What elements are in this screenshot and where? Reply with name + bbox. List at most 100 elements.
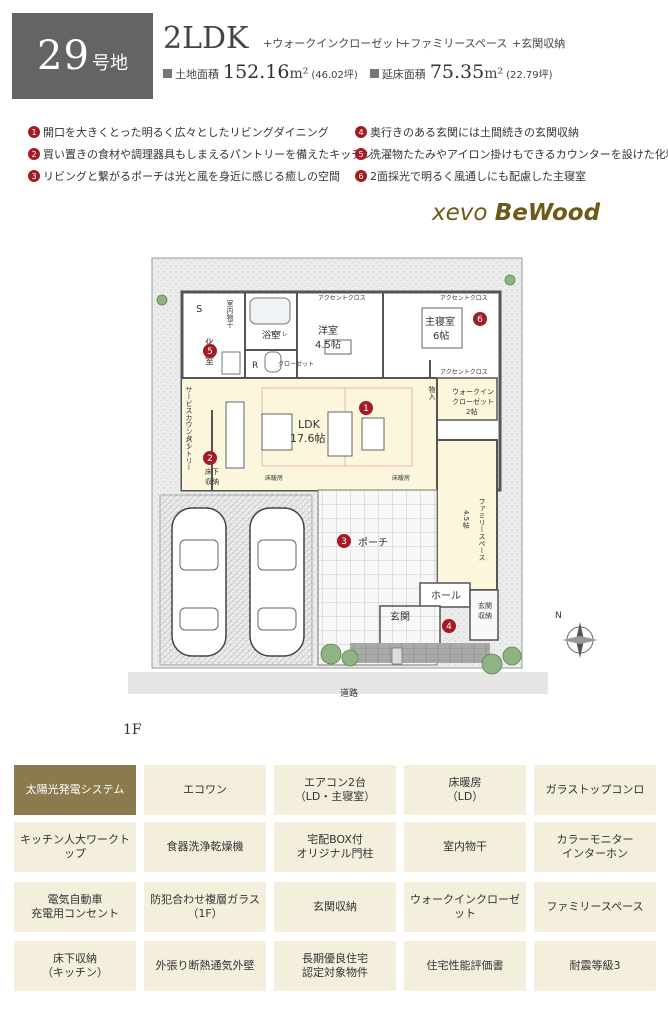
svg-text:2: 2	[207, 454, 213, 464]
brand-sub: BeWood	[494, 200, 601, 226]
room-entrance-storage-label-2: 収納	[478, 611, 492, 620]
road-label: 道路	[340, 687, 358, 699]
floor-label: 1F	[123, 722, 142, 738]
point-number: 1	[28, 126, 40, 138]
dining-table	[261, 413, 293, 451]
family-space-area	[436, 439, 498, 591]
equipment-tile: ファミリースペース	[534, 882, 656, 932]
room-entrance-label: 玄関	[390, 610, 410, 623]
point-text: リビングと繋がるポーチは光と風を身近に感じる癒しの空間	[43, 170, 340, 183]
square-marker	[369, 69, 379, 78]
area-row: 土地面積 152.16 m² (46.02坪) 延床面積 75.35 m² (2…	[163, 61, 553, 83]
floor-area-value: 75.35	[429, 61, 485, 83]
square-marker	[163, 69, 172, 78]
equipment-tile: 玄関収納	[274, 882, 396, 932]
room-hall-label: ホール	[431, 590, 461, 602]
room-underfloor-label-2: 収納	[205, 477, 219, 486]
room-western-label: 洋室	[318, 324, 338, 337]
plan-type: 2LDK	[163, 21, 249, 56]
equipment-tile: 耐震等級3	[534, 941, 656, 991]
accent-cross-2: アクセントクロス	[440, 295, 488, 302]
equipment-tile: 電気自動車充電用コンセント	[14, 882, 136, 932]
shrubs	[156, 274, 522, 675]
marker-6: 6	[473, 312, 487, 326]
walkin-area	[436, 377, 498, 421]
kitchen-counter	[225, 401, 245, 469]
compass-icon	[562, 622, 598, 658]
equipment-tile: カラーモニターインターホン	[534, 822, 656, 872]
room-storage-label: 物入	[428, 385, 436, 400]
living-table	[361, 417, 385, 451]
point-number: 3	[28, 170, 40, 182]
toilet-fixture	[264, 351, 282, 373]
room-closet-label: クローゼット	[278, 360, 314, 368]
equipment-tile: 床下収納（キッチン）	[14, 941, 136, 991]
point-text: 奥行きのある玄関には土間続きの玄関収納	[370, 126, 579, 139]
room-s-label: S	[196, 304, 202, 315]
brand-name: xevo	[432, 200, 488, 226]
sofa	[327, 411, 353, 457]
equipment-tile: 外張り断熱通気外壁	[144, 941, 266, 991]
equipment-tile: 宅配BOX付オリジナル門柱	[274, 822, 396, 872]
point-text: 洗濯物たたみやアイロン掛けもできるカウンターを設けた化粧室	[370, 148, 668, 161]
land-area-label: 土地面積	[175, 68, 219, 81]
floor-heat-label-1: 床暖房	[265, 474, 283, 482]
point-number: 5	[355, 148, 367, 160]
equipment-tile: 長期優良住宅認定対象物件	[274, 941, 396, 991]
entrance-area	[379, 605, 441, 647]
floor-area-label: 延床面積	[381, 68, 426, 81]
accent-cross-3: アクセントクロス	[440, 369, 488, 376]
approach-path	[350, 643, 490, 663]
svg-text:3: 3	[341, 537, 347, 547]
room-indoor-dry-label: 室内物干	[226, 299, 234, 329]
room-walkin-size: 2帖	[466, 407, 477, 416]
room-family-space-size: 4.5帖	[462, 510, 470, 529]
bed	[421, 307, 463, 349]
point-number: 6	[355, 170, 367, 182]
floor-area-tsubo: (22.79坪)	[506, 70, 553, 81]
land-area-value: 152.16	[223, 61, 290, 83]
road	[128, 672, 548, 694]
north-label: N	[555, 611, 562, 621]
room-master-label: 主寝室	[425, 315, 455, 328]
marker-3: 3	[337, 534, 351, 548]
car-2	[249, 507, 305, 657]
equipment-tile: 食器洗浄乾燥機	[144, 822, 266, 872]
bathtub	[249, 297, 291, 325]
svg-text:5: 5	[207, 347, 213, 357]
desk	[324, 339, 352, 355]
feature-walkin: +ウォークインクローゼット	[263, 37, 405, 50]
equipment-tile: 室内物干	[404, 822, 526, 872]
lot-number-badge: 29 号地	[12, 13, 153, 99]
room-ldk-label: LDK	[298, 418, 321, 431]
equipment-tile: 防犯合わせ複層ガラス（1F）	[144, 882, 266, 932]
car-1	[171, 507, 227, 657]
accent-cross-1: アクセントクロス	[318, 295, 366, 302]
equipment-tile: エコワン	[144, 765, 266, 815]
room-pantry-label: パントリー	[185, 436, 193, 471]
room-porch-label: ポーチ	[358, 537, 388, 549]
hall-area	[419, 582, 471, 608]
equipment-tile: ガラストップコンロ	[534, 765, 656, 815]
equipment-tile: 床暖房（LD）	[404, 765, 526, 815]
equipment-tile: 住宅性能評価書	[404, 941, 526, 991]
land-area-unit: m²	[289, 66, 309, 82]
ldk-area	[182, 378, 437, 490]
washbasin	[221, 351, 241, 375]
room-ldk-size: 17.6帖	[290, 432, 326, 445]
point-text: 開口を大きくとった明るく広々としたリビングダイニング	[43, 126, 329, 139]
feature-entrance-storage: +玄関収納	[512, 37, 566, 50]
equipment-tile: ウォークインクローゼット	[404, 882, 526, 932]
land-area-tsubo: (46.02坪)	[311, 70, 358, 81]
marker-2: 2	[203, 451, 217, 465]
equipment-tile: キッチン人大ワークトップ	[14, 822, 136, 872]
point-text: 買い置きの食材や調理器具もしまえるパントリーを備えたキッチン	[43, 148, 374, 161]
lot-number: 29	[37, 33, 90, 79]
